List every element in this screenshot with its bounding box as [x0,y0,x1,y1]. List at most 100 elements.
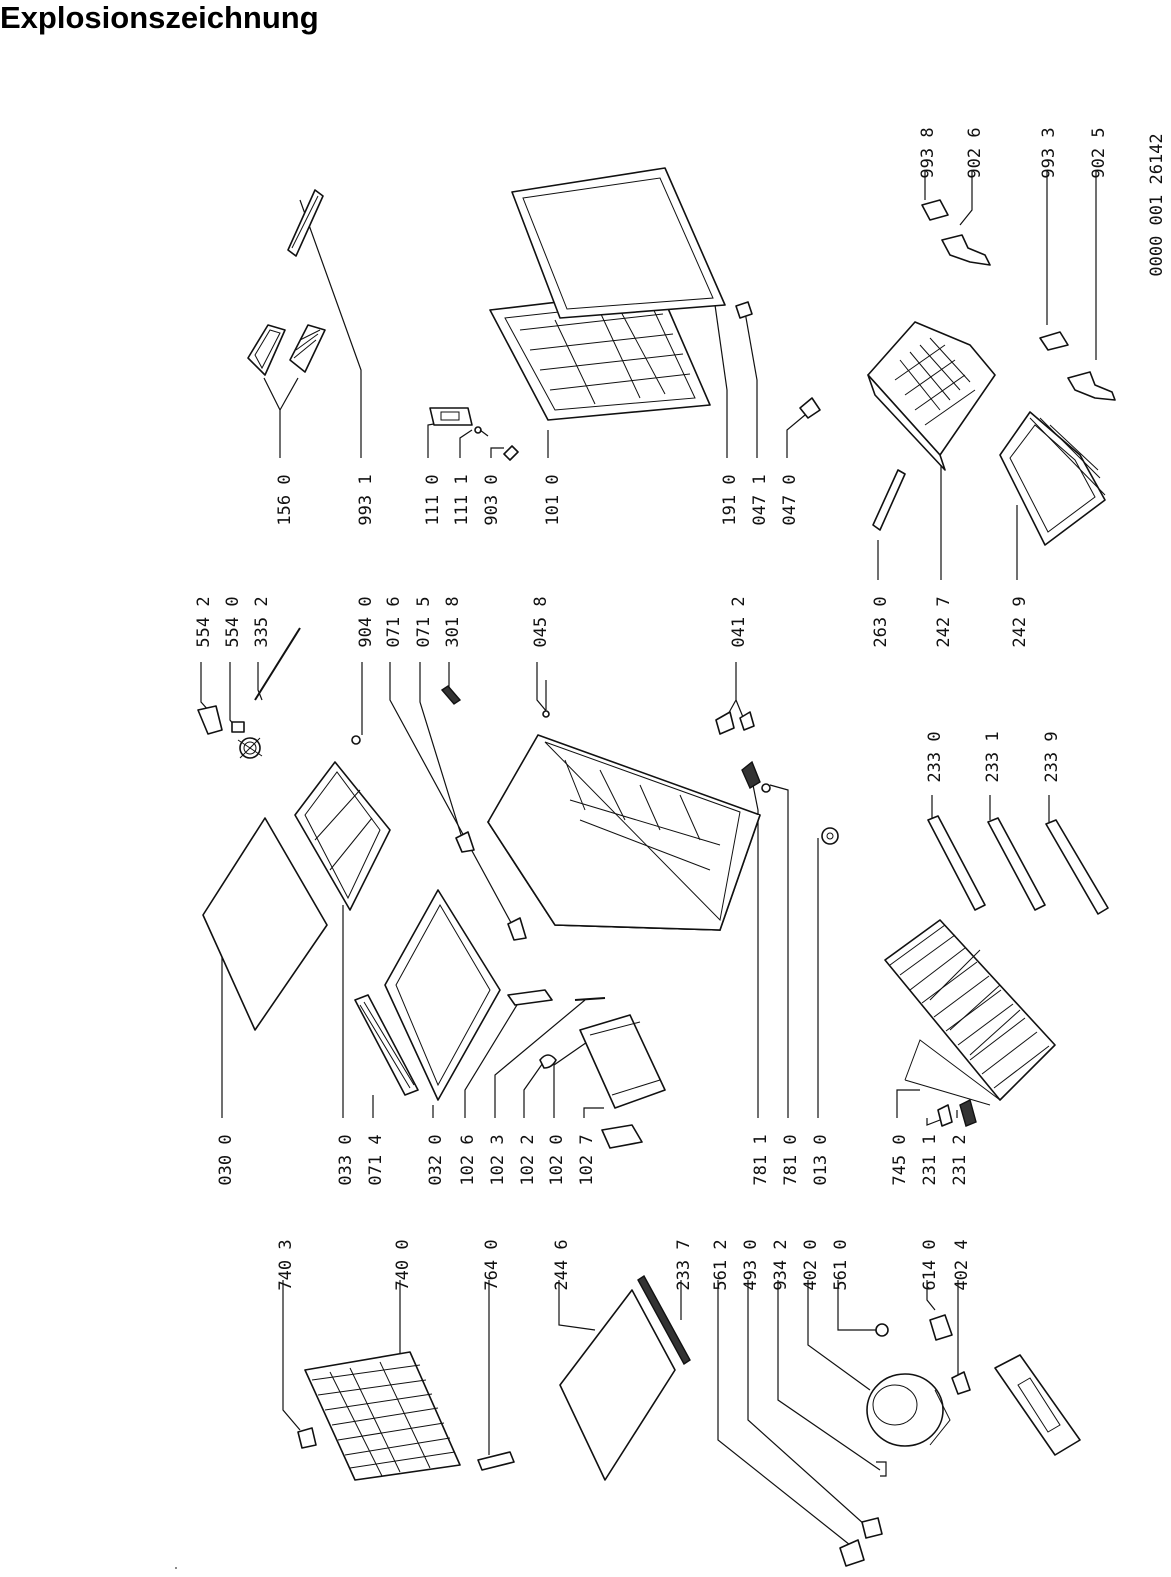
drier-764-0 [477,1451,515,1471]
part-label: 740 0 [393,1239,413,1290]
part-label: 233 0 [925,731,945,782]
part-label: 554 0 [223,596,243,647]
part-label: 102 2 [518,1134,538,1185]
part-label: 561 2 [711,1239,731,1290]
door-gasket-191-0 [511,167,726,319]
cover-993-3 [1039,331,1069,351]
strip-301-8 [440,685,462,705]
strip-263-0 [872,469,906,531]
part-label: 071 6 [384,596,404,647]
part-label: 047 1 [750,474,770,525]
evaporator-745-0 [884,919,1056,1106]
part-label: 233 7 [674,1239,694,1290]
bracket-111-0 [429,407,473,426]
screw-111-1 [474,426,489,437]
part-label: 102 6 [458,1134,478,1185]
part-label: 231 2 [950,1134,970,1185]
part-label: 902 5 [1089,127,1109,178]
part-label: 191 0 [720,474,740,525]
part-label: 030 0 [216,1134,236,1185]
spring-554-0 [231,721,263,759]
part-label: 781 1 [751,1134,771,1185]
rail-233-0 [927,815,986,911]
part-label: 993 3 [1039,127,1059,178]
part-label: 902 6 [965,127,985,178]
part-label: 904 0 [356,596,376,647]
screw-904-0 [351,735,361,745]
compressor-402-0 [866,1373,951,1447]
part-label: 233 1 [983,731,1003,782]
hinge-047-1 [735,301,753,319]
part-label: 993 1 [356,474,376,525]
rod-102-3 [574,997,606,1001]
part-labels: 0000 001 26142 156 0 993 1 111 0 111 1 9… [194,127,1167,1290]
knob-781-0 [761,783,771,793]
part-label: 561 0 [831,1239,851,1290]
part-label: 764 0 [482,1239,502,1290]
part-label: 233 9 [1042,731,1062,782]
bracket-934-2 [876,1461,887,1477]
rail-233-7 [637,1274,691,1366]
part-label: 781 0 [781,1134,801,1185]
part-label: 102 3 [488,1134,508,1185]
cap-740-3 [297,1427,317,1449]
hinge-102-7 [601,1124,643,1149]
part-label: 903 0 [482,474,502,525]
handle-993-1 [287,189,324,257]
clip-231-1 [937,1104,953,1127]
part-label: 335 2 [252,596,272,647]
foot-013-0 [821,827,839,845]
part-label: 263 0 [871,596,891,647]
part-label: 301 8 [443,596,463,647]
part-label: 402 4 [952,1239,972,1290]
latch-102-6 [507,989,553,1006]
clip-102-2 [539,1054,557,1069]
part-label: 041 2 [729,596,749,647]
pin-045-8 [542,680,550,718]
part-label: 101 0 [543,474,563,525]
tray-156-0 [247,324,326,376]
scan-mark [175,1567,177,1569]
part-label: 033 0 [336,1134,356,1185]
document-id: 0000 001 26142 [1147,133,1167,276]
part-label: 047 0 [780,474,800,525]
handle-102-0 [579,1014,666,1109]
hinge-071-6 [507,917,527,941]
cabinet-body [487,734,761,931]
rail-233-9 [1045,819,1109,915]
part-label: 244 6 [552,1239,572,1290]
part-label: 242 7 [934,596,954,647]
part-label: 745 0 [890,1134,910,1185]
part-label: 032 0 [426,1134,446,1185]
cover-493-0 [861,1517,883,1539]
cover-993-8 [921,199,949,221]
part-label: 993 8 [918,127,938,178]
part-label: 614 0 [920,1239,940,1290]
part-402-4 [951,1371,971,1395]
drawer-242-9 [999,411,1106,546]
part-label: 740 3 [276,1239,296,1290]
bracket-902-6 [941,234,991,266]
clip-231-2 [959,1098,977,1127]
rail-233-1 [987,817,1046,911]
part-label: 071 5 [414,596,434,647]
page-title: Explosionszeichnung [0,0,319,35]
part-label: 554 2 [194,596,214,647]
lid-panel-030-0 [202,817,328,1031]
part-614-0 [929,1314,953,1341]
shelf-244-6 [559,1289,676,1481]
drawer-242-7 [867,321,996,471]
part-label: 493 0 [741,1239,761,1290]
part-label: 231 1 [920,1134,940,1185]
part-label: 242 9 [1010,596,1030,647]
part-label: 402 0 [801,1239,821,1290]
part-label: 156 0 [275,474,295,525]
base-plate [994,1354,1081,1456]
frame-032-0 [384,889,501,1101]
part-label: 934 2 [771,1239,791,1290]
part-label: 102 7 [577,1134,597,1185]
lid-033-0 [294,761,391,911]
bracket-902-5 [1067,371,1116,401]
strip-071-4 [354,994,419,1096]
